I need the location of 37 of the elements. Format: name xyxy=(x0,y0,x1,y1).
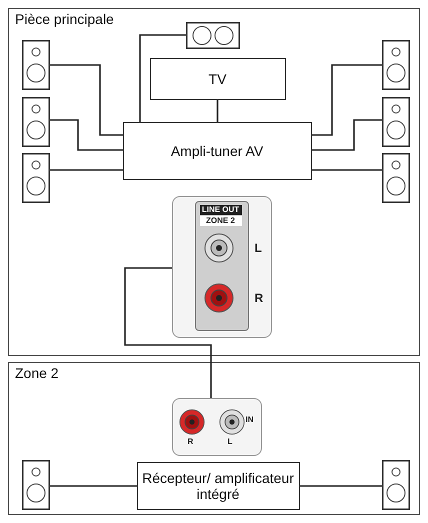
channel-label: IN xyxy=(246,414,254,424)
speaker-cable xyxy=(216,100,218,122)
speaker-drawing xyxy=(22,152,50,202)
speaker-drawing xyxy=(382,96,410,146)
device-box xyxy=(150,58,286,100)
device-box xyxy=(136,462,300,510)
device-box xyxy=(122,122,312,180)
jack-panel xyxy=(172,196,272,338)
speaker-drawing xyxy=(382,152,410,202)
speaker-drawing xyxy=(22,40,50,90)
speaker-cable xyxy=(50,64,123,136)
channel-label: L xyxy=(228,436,232,446)
device-label: Ampli-tuner AV xyxy=(170,142,264,158)
speaker-cable xyxy=(50,169,123,171)
room-title: Zone 2 xyxy=(15,365,59,381)
speaker-cable xyxy=(50,485,137,487)
speaker-drawing xyxy=(22,96,50,146)
speaker-cable xyxy=(139,34,186,122)
speaker-cable xyxy=(312,64,382,136)
speaker-cable xyxy=(300,485,382,487)
channel-label: R xyxy=(254,290,264,304)
speaker-drawing xyxy=(382,460,410,510)
speaker-cable xyxy=(312,169,382,171)
audio-cable xyxy=(124,267,212,398)
room-frame xyxy=(8,362,420,515)
room-frame xyxy=(8,8,420,356)
device-label: TV xyxy=(208,70,226,86)
speaker-cable xyxy=(312,119,382,151)
speaker-drawing xyxy=(22,460,50,510)
room-title: Pièce principale xyxy=(15,11,114,27)
channel-label: R xyxy=(188,436,194,446)
speaker-cable xyxy=(50,119,123,151)
channel-label: L xyxy=(254,240,262,254)
speaker-drawing xyxy=(186,22,240,48)
device-label: Récepteur/ amplificateur intégré xyxy=(141,470,295,502)
speaker-drawing xyxy=(382,40,410,90)
jack-panel xyxy=(172,398,262,456)
